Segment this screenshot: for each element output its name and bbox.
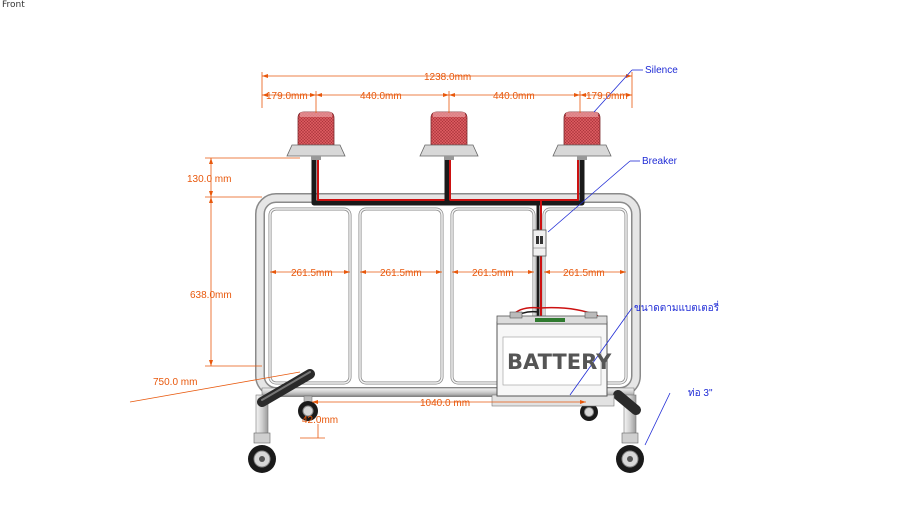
- lamp-left: [286, 111, 346, 160]
- wheel-rear-left: [298, 395, 318, 421]
- dim-wheel-gap: 42.0mm: [302, 415, 338, 426]
- dim-panel-3: 261.5mm: [472, 268, 514, 279]
- right-leg: [613, 390, 641, 444]
- dim-left-offset: 179.0mm: [266, 91, 308, 102]
- battery: [491, 311, 615, 407]
- dim-base-width: 1040.0 mm: [420, 398, 470, 409]
- breaker: [532, 229, 547, 257]
- callout-pipe: ท่อ 3": [688, 388, 713, 399]
- callout-battery-size: ขนาดตามแบตเตอรี่: [634, 300, 720, 314]
- left-leg: [253, 369, 315, 444]
- dim-total-height: 750.0 mm: [153, 377, 197, 388]
- dim-overall-width: 1238.0mm: [424, 72, 471, 83]
- view-label: Front: [2, 0, 25, 10]
- callout-breaker: Breaker: [642, 156, 678, 167]
- dim-right-offset: 179.0mm: [586, 91, 628, 102]
- lamp-right: [552, 111, 612, 160]
- wheel-front-right: [616, 445, 644, 473]
- dim-panel-4: 261.5mm: [563, 268, 605, 279]
- dim-spacing-1: 440.0mm: [360, 91, 402, 102]
- callout-silence: Silence: [645, 65, 678, 76]
- dim-light-height: 130.0 mm: [187, 174, 231, 185]
- callout-leaders: [547, 69, 671, 446]
- dim-panel-1: 261.5mm: [291, 268, 333, 279]
- wheel-front-left: [248, 445, 276, 473]
- dim-panel-2: 261.5mm: [380, 268, 422, 279]
- cables: [311, 158, 599, 319]
- lamp-center: [419, 111, 479, 160]
- dim-spacing-2: 440.0mm: [493, 91, 535, 102]
- dimension-lines: [129, 72, 633, 439]
- dim-frame-height: 638.0mm: [190, 290, 232, 301]
- battery-label: BATTERY: [507, 350, 612, 374]
